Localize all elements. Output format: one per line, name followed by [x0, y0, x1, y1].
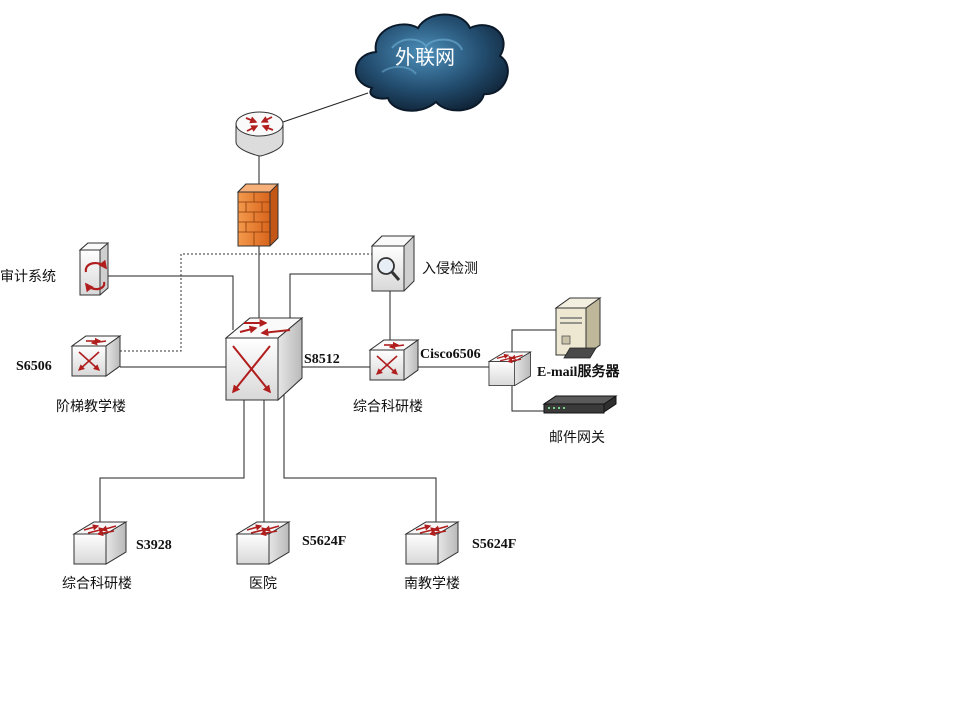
email-server-label: E-mail服务器 — [537, 363, 620, 380]
switch-icon-s3928 — [74, 522, 126, 564]
link-access-server — [511, 329, 556, 352]
s6506-building-label: 阶梯教学楼 — [56, 399, 126, 415]
s5624f-a-label: S5624F — [302, 534, 346, 549]
ids-label: 入侵检测 — [422, 260, 478, 277]
link-core-ids — [289, 273, 374, 330]
link-core-s3928 — [99, 395, 245, 522]
s6506-label: S6506 — [16, 359, 52, 374]
cisco-building-label: 综合科研楼 — [353, 399, 423, 415]
cisco-label: Cisco6506 — [420, 347, 481, 362]
s3928-label: S3928 — [136, 538, 172, 553]
switch-icon-s5624f-b — [406, 522, 458, 564]
link-router-cloud — [282, 92, 369, 123]
link-core-s5624f-b — [283, 395, 437, 522]
router-icon — [235, 111, 284, 157]
mail-gateway-icon — [542, 395, 618, 414]
audit-server-icon — [78, 242, 110, 296]
switch-icon-s6506 — [72, 336, 120, 376]
switch-icon-mail-access — [489, 352, 531, 386]
link-audit-core — [108, 275, 234, 330]
s5624f-b-label: S5624F — [472, 537, 516, 552]
cloud-icon: 外联网 — [354, 13, 509, 112]
links — [99, 92, 556, 522]
s5624f-b-building-label: 南教学楼 — [404, 576, 460, 592]
link-s6506-ids-mirror — [120, 253, 374, 352]
cloud-label: 外联网 — [395, 45, 455, 69]
mail-gateway-label: 邮件网关 — [549, 430, 605, 446]
core-switch-icon — [224, 316, 304, 402]
link-access-gateway — [511, 383, 544, 412]
firewall-icon — [236, 183, 280, 247]
audit-label: 审计系统 — [0, 269, 56, 285]
s3928-building-label: 综合科研楼 — [62, 576, 132, 592]
s5624f-a-building-label: 医院 — [249, 576, 277, 592]
switch-icon-cisco6506 — [370, 340, 418, 380]
core-label: S8512 — [304, 352, 340, 367]
ids-icon — [370, 235, 416, 292]
server-icon — [554, 297, 602, 359]
switch-icon-s5624f-a — [237, 522, 289, 564]
